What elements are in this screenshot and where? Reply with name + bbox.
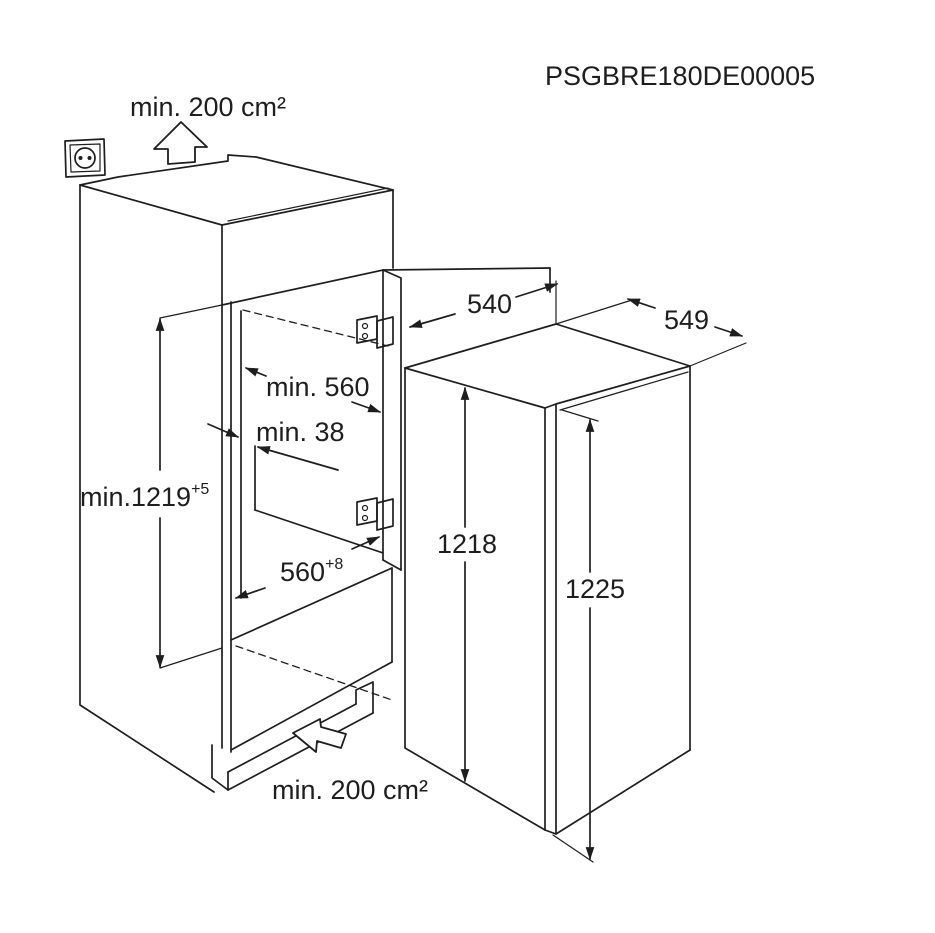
niche-height-tolerance: +5	[191, 481, 209, 498]
arrow-up-icon	[153, 121, 208, 165]
panel-thickness-label: min. 38	[256, 417, 345, 447]
vent-bracket	[355, 681, 374, 714]
arrow-left-icon	[292, 718, 347, 753]
lower-hinge-icon	[356, 497, 394, 531]
hinge-screw	[361, 332, 369, 340]
door-width-label: 540	[467, 289, 512, 319]
appliance-door-top-edge	[559, 371, 689, 411]
diagram-code: PSGBRE180DE00005	[545, 61, 815, 91]
dim-549-arrow-right	[714, 326, 744, 337]
appliance-side-top-edge	[404, 367, 546, 409]
dim-min560-arrow-right	[351, 401, 382, 413]
lower-box-bottom-edge	[230, 661, 393, 751]
cabinet-top-front-edge	[79, 184, 223, 226]
upper-hinge-icon	[356, 315, 394, 349]
ventilation-top-label: min. 200 cm²	[130, 92, 286, 122]
door-top-edge	[382, 267, 551, 271]
dim-min38-arrow	[256, 446, 339, 471]
dim-560-arrow-right	[351, 536, 380, 550]
cabinet-top-back-edge	[79, 154, 394, 191]
appliance	[404, 323, 691, 835]
socket-pin-right	[87, 156, 92, 160]
cabinet-door	[382, 267, 557, 571]
power-socket-icon	[64, 138, 106, 178]
hinge-screw	[361, 514, 369, 522]
hinge-screw	[361, 504, 369, 512]
socket-pin-left	[78, 156, 83, 160]
socket-inner-frame	[69, 143, 101, 173]
niche-depth-label: 560+8	[280, 556, 343, 587]
appliance-body-height-label: 1218	[437, 529, 497, 559]
appliance-depth-label: 549	[664, 305, 709, 335]
niche-height-value: min.1219	[80, 482, 191, 512]
dim-540-arrow-right	[515, 283, 559, 298]
niche-depth-tolerance: +8	[325, 556, 343, 573]
door-bottom-edge	[382, 559, 402, 571]
labels: PSGBRE180DE00005 min. 200 cm² 540 549 mi…	[80, 61, 815, 805]
dim-min38-arrow-outer	[207, 423, 239, 438]
cabinet	[79, 154, 394, 793]
dim-560-arrow-left	[234, 587, 266, 599]
upper-box-top-edge	[221, 189, 394, 226]
plinth-left	[211, 744, 229, 791]
dim-549-extension-back	[555, 299, 633, 325]
dim-min560-arrow-left	[244, 367, 267, 377]
niche-bottom-projection	[235, 645, 393, 701]
niche-width-label: min. 560	[266, 372, 370, 402]
dim-549-arrow-left	[626, 298, 656, 309]
plinth-top-edge	[227, 703, 357, 773]
dimension-lines	[155, 283, 747, 863]
niche-floor-back-edge	[254, 509, 384, 554]
appliance-total-height-label: 1225	[565, 574, 625, 604]
upper-box-top-inner-edge	[227, 187, 389, 222]
door-thickness-edge	[382, 269, 402, 571]
socket-outlet	[74, 147, 96, 169]
niche-height-label: min.1219+5	[80, 481, 209, 512]
dim-540-arrow-left	[408, 313, 456, 328]
hinge-bracket	[376, 498, 394, 531]
plinth-bottom-edge	[227, 712, 374, 791]
upper-box-bottom-edge	[221, 269, 384, 306]
appliance-bottom-edge	[544, 749, 691, 835]
hinge-bracket	[376, 316, 394, 349]
appliance-side-face	[404, 367, 546, 831]
socket-plate	[64, 138, 106, 178]
dim-1219-extension-top	[159, 304, 223, 319]
ventilation-bottom-label: min. 200 cm²	[272, 775, 428, 805]
dim-549-extension-front	[689, 342, 747, 367]
niche-depth-value: 560	[280, 557, 325, 587]
lower-box-top-edge	[230, 567, 393, 641]
dim-1219-extension-bottom	[159, 647, 223, 669]
cabinet-side-panel	[79, 184, 215, 793]
niche-top-projection	[242, 309, 389, 347]
hinge-screw	[361, 322, 369, 330]
